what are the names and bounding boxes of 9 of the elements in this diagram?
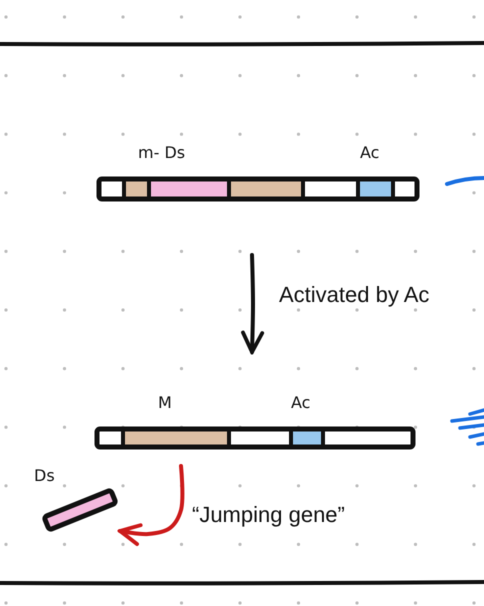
arrow	[241, 253, 264, 354]
fragment-label: Ds	[34, 466, 55, 485]
segment-label: M	[158, 393, 172, 412]
segment-label: m- Ds	[138, 143, 186, 162]
segment-label: Ac	[360, 143, 380, 162]
segment-label: Ac	[291, 393, 310, 412]
chromosome-bar	[96, 175, 420, 203]
chromosome-bar	[94, 425, 416, 451]
arrow	[118, 464, 184, 546]
